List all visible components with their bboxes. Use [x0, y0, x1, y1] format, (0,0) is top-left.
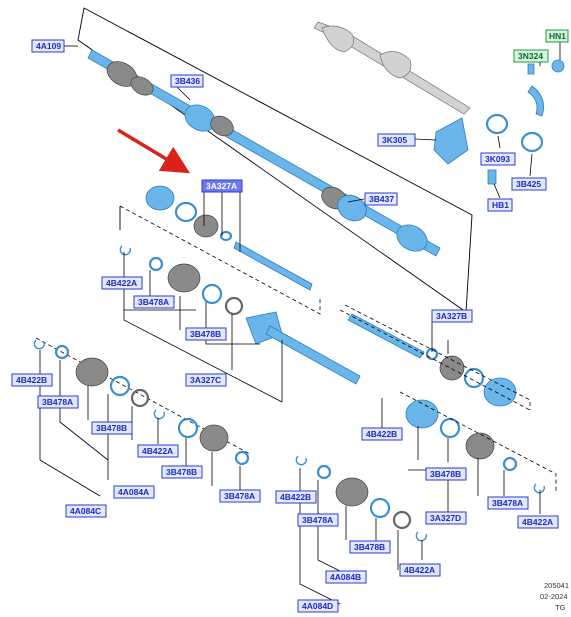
- svg-text:4B422A: 4B422A: [106, 278, 137, 288]
- callout-4B422A-1[interactable]: 4B422A: [101, 276, 143, 290]
- svg-text:HB1: HB1: [492, 200, 509, 210]
- upper-right-driveshaft: [313, 21, 471, 115]
- callout-3B437[interactable]: 3B437: [364, 192, 398, 206]
- callout-3A327B[interactable]: 3A327B: [431, 309, 473, 323]
- diagram-stamp: 205041 02-2024 TG: [540, 581, 569, 612]
- svg-text:3N324: 3N324: [518, 51, 543, 61]
- svg-text:HN1: HN1: [549, 31, 566, 41]
- highlight-arrow: [117, 128, 191, 174]
- svg-text:3K305: 3K305: [382, 135, 407, 145]
- callout-3B478A-3[interactable]: 3B478A: [219, 489, 261, 503]
- callout-3B478A-1[interactable]: 3B478A: [133, 295, 175, 309]
- callout-3B478A-2[interactable]: 3B478A: [37, 395, 79, 409]
- lower-center-assembly: [295, 455, 428, 542]
- callout-3A327D[interactable]: 3A327D: [425, 511, 467, 525]
- lower-left-assembly: [33, 337, 251, 466]
- stamp-initials: TG: [555, 603, 566, 612]
- svg-text:3B437: 3B437: [369, 194, 394, 204]
- svg-text:3A327A: 3A327A: [206, 181, 237, 191]
- callout-HN1[interactable]: HN1: [545, 29, 569, 43]
- stamp-date: 02-2024: [540, 592, 568, 601]
- svg-text:4B422B: 4B422B: [366, 429, 397, 439]
- svg-text:3B436: 3B436: [175, 76, 200, 86]
- callout-3K093[interactable]: 3K093: [480, 152, 516, 166]
- svg-text:3B425: 3B425: [516, 179, 541, 189]
- svg-text:4A084C: 4A084C: [70, 506, 101, 516]
- callout-3A327C[interactable]: 3A327C: [185, 373, 227, 387]
- svg-text:3A327C: 3A327C: [190, 375, 221, 385]
- right-middle-assembly: [339, 304, 557, 494]
- callout-3K305[interactable]: 3K305: [377, 133, 416, 147]
- callout-3B478A-4[interactable]: 3B478A: [487, 496, 529, 510]
- svg-text:4B422B: 4B422B: [16, 375, 47, 385]
- svg-text:4A084D: 4A084D: [302, 601, 333, 611]
- svg-text:3A327D: 3A327D: [430, 513, 461, 523]
- svg-text:3B478A: 3B478A: [42, 397, 73, 407]
- stamp-code: 205041: [544, 581, 569, 590]
- svg-text:3B478A: 3B478A: [302, 515, 333, 525]
- svg-text:4A084A: 4A084A: [118, 487, 149, 497]
- callout-3B478B-4[interactable]: 3B478B: [425, 467, 467, 481]
- svg-text:3B478B: 3B478B: [354, 542, 385, 552]
- svg-text:4B422A: 4B422A: [522, 517, 553, 527]
- callout-4B422B-3[interactable]: 4B422B: [275, 490, 317, 504]
- callout-4B422A-3[interactable]: 4B422A: [517, 515, 559, 529]
- svg-text:3A327B: 3A327B: [436, 311, 467, 321]
- callout-4B422A-2[interactable]: 4B422A: [137, 444, 179, 458]
- callout-3B478B-5[interactable]: 3B478B: [349, 540, 391, 554]
- svg-text:3B478B: 3B478B: [166, 467, 197, 477]
- svg-text:3K093: 3K093: [485, 154, 510, 164]
- middle-assembly: [119, 185, 361, 385]
- callout-3A327A[interactable]: 3A327A: [201, 179, 243, 193]
- callout-4A084B[interactable]: 4A084B: [325, 570, 367, 584]
- svg-text:3B478B: 3B478B: [190, 329, 221, 339]
- callout-4A084D[interactable]: 4A084D: [297, 599, 339, 613]
- callout-3B478B-3[interactable]: 3B478B: [161, 465, 203, 479]
- svg-text:3B478A: 3B478A: [224, 491, 255, 501]
- svg-text:3B478A: 3B478A: [138, 297, 169, 307]
- callout-3B478A-5[interactable]: 3B478A: [297, 513, 339, 527]
- svg-text:3B478A: 3B478A: [492, 498, 523, 508]
- bearing-bracket-parts: [433, 59, 565, 185]
- svg-text:3B478B: 3B478B: [430, 469, 461, 479]
- callout-HB1[interactable]: HB1: [487, 198, 513, 212]
- callout-4A084C[interactable]: 4A084C: [65, 504, 107, 518]
- callout-3B436[interactable]: 3B436: [170, 74, 204, 88]
- svg-text:4A109: 4A109: [36, 41, 61, 51]
- callout-3N324[interactable]: 3N324: [513, 49, 549, 63]
- callout-4B422B-1[interactable]: 4B422B: [11, 373, 53, 387]
- upper-assembly-frame: [77, 7, 473, 313]
- callout-4A084A-1[interactable]: 4A084A: [113, 485, 155, 499]
- svg-text:4A084B: 4A084B: [330, 572, 361, 582]
- svg-text:3B478B: 3B478B: [96, 423, 127, 433]
- svg-text:4B422A: 4B422A: [142, 446, 173, 456]
- main-driveshaft: [87, 49, 441, 257]
- callout-3B478B-1[interactable]: 3B478B: [185, 327, 227, 341]
- callout-4B422B-2[interactable]: 4B422B: [361, 427, 403, 441]
- callout-3B425[interactable]: 3B425: [511, 177, 547, 191]
- callout-4A109[interactable]: 4A109: [31, 39, 65, 53]
- svg-text:4B422A: 4B422A: [404, 565, 435, 575]
- svg-text:4B422B: 4B422B: [280, 492, 311, 502]
- callout-4B422A-4[interactable]: 4B422A: [399, 563, 441, 577]
- callout-3B478B-2[interactable]: 3B478B: [91, 421, 133, 435]
